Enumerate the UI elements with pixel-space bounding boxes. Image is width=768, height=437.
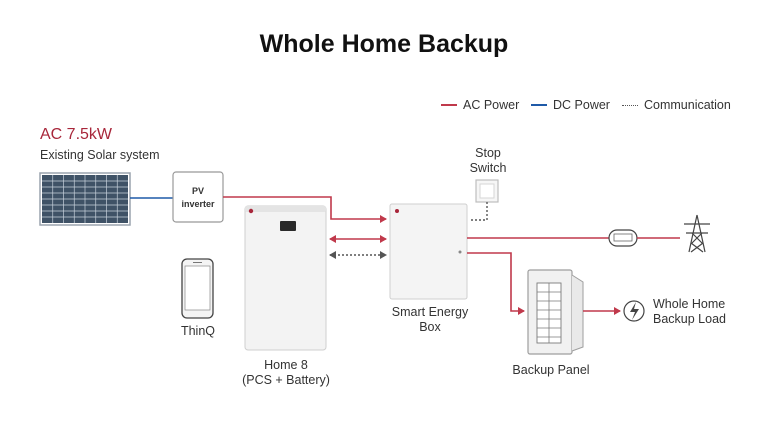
legend-ac: AC Power — [441, 98, 519, 112]
seb-label: Smart Energy Box — [380, 305, 480, 335]
seb-label-1: Smart Energy — [391, 305, 469, 319]
comm-line-stop-switch — [469, 202, 488, 221]
load-label-1: Whole Home — [653, 297, 726, 311]
load-label-2: Backup Load — [653, 312, 726, 326]
backup-panel — [527, 269, 584, 355]
seb-logo-icon — [395, 209, 399, 213]
home8-label: Home 8 (PCS + Battery) — [230, 358, 342, 388]
transmission-tower-icon — [684, 214, 710, 253]
lightning-load-icon — [623, 300, 645, 322]
stop-switch-label-2: Switch — [469, 161, 507, 175]
legend-comm-label: Communication — [644, 98, 731, 112]
legend-ac-swatch — [441, 104, 457, 106]
phone-icon — [181, 258, 214, 319]
legend-dc: DC Power — [531, 98, 610, 112]
stop-switch-label: Stop Switch — [458, 146, 518, 176]
home8-unit — [244, 205, 327, 351]
solar-power-label: AC 7.5kW — [40, 126, 113, 143]
inverter-line1: PV — [192, 186, 204, 196]
ac-line-inverter-seb — [223, 196, 387, 223]
stop-switch — [475, 179, 499, 203]
legend-comm: Communication — [622, 98, 731, 112]
ac-line-seb-panel — [467, 252, 525, 315]
home8-label-2: (PCS + Battery) — [242, 373, 330, 387]
smart-energy-box — [389, 203, 468, 300]
phone-label: ThinQ — [180, 324, 216, 338]
solar-description: Existing Solar system — [40, 148, 160, 162]
legend-dc-swatch — [531, 104, 547, 106]
home8-logo-icon — [248, 208, 254, 214]
legend-comm-swatch — [622, 104, 638, 106]
home8-display — [280, 221, 296, 231]
legend-dc-label: DC Power — [553, 98, 610, 112]
home8-label-1: Home 8 — [264, 358, 308, 372]
solar-panel — [39, 172, 131, 226]
backup-panel-label: Backup Panel — [512, 363, 590, 377]
page-title: Whole Home Backup — [259, 30, 509, 58]
pv-inverter-box — [172, 171, 224, 223]
legend-ac-label: AC Power — [463, 98, 520, 112]
stop-switch-label-1: Stop — [475, 146, 501, 160]
inverter-line2: inverter — [181, 199, 215, 209]
meter-icon — [608, 229, 638, 247]
load-label: Whole Home Backup Load — [653, 297, 726, 327]
seb-label-2: Box — [419, 320, 441, 334]
